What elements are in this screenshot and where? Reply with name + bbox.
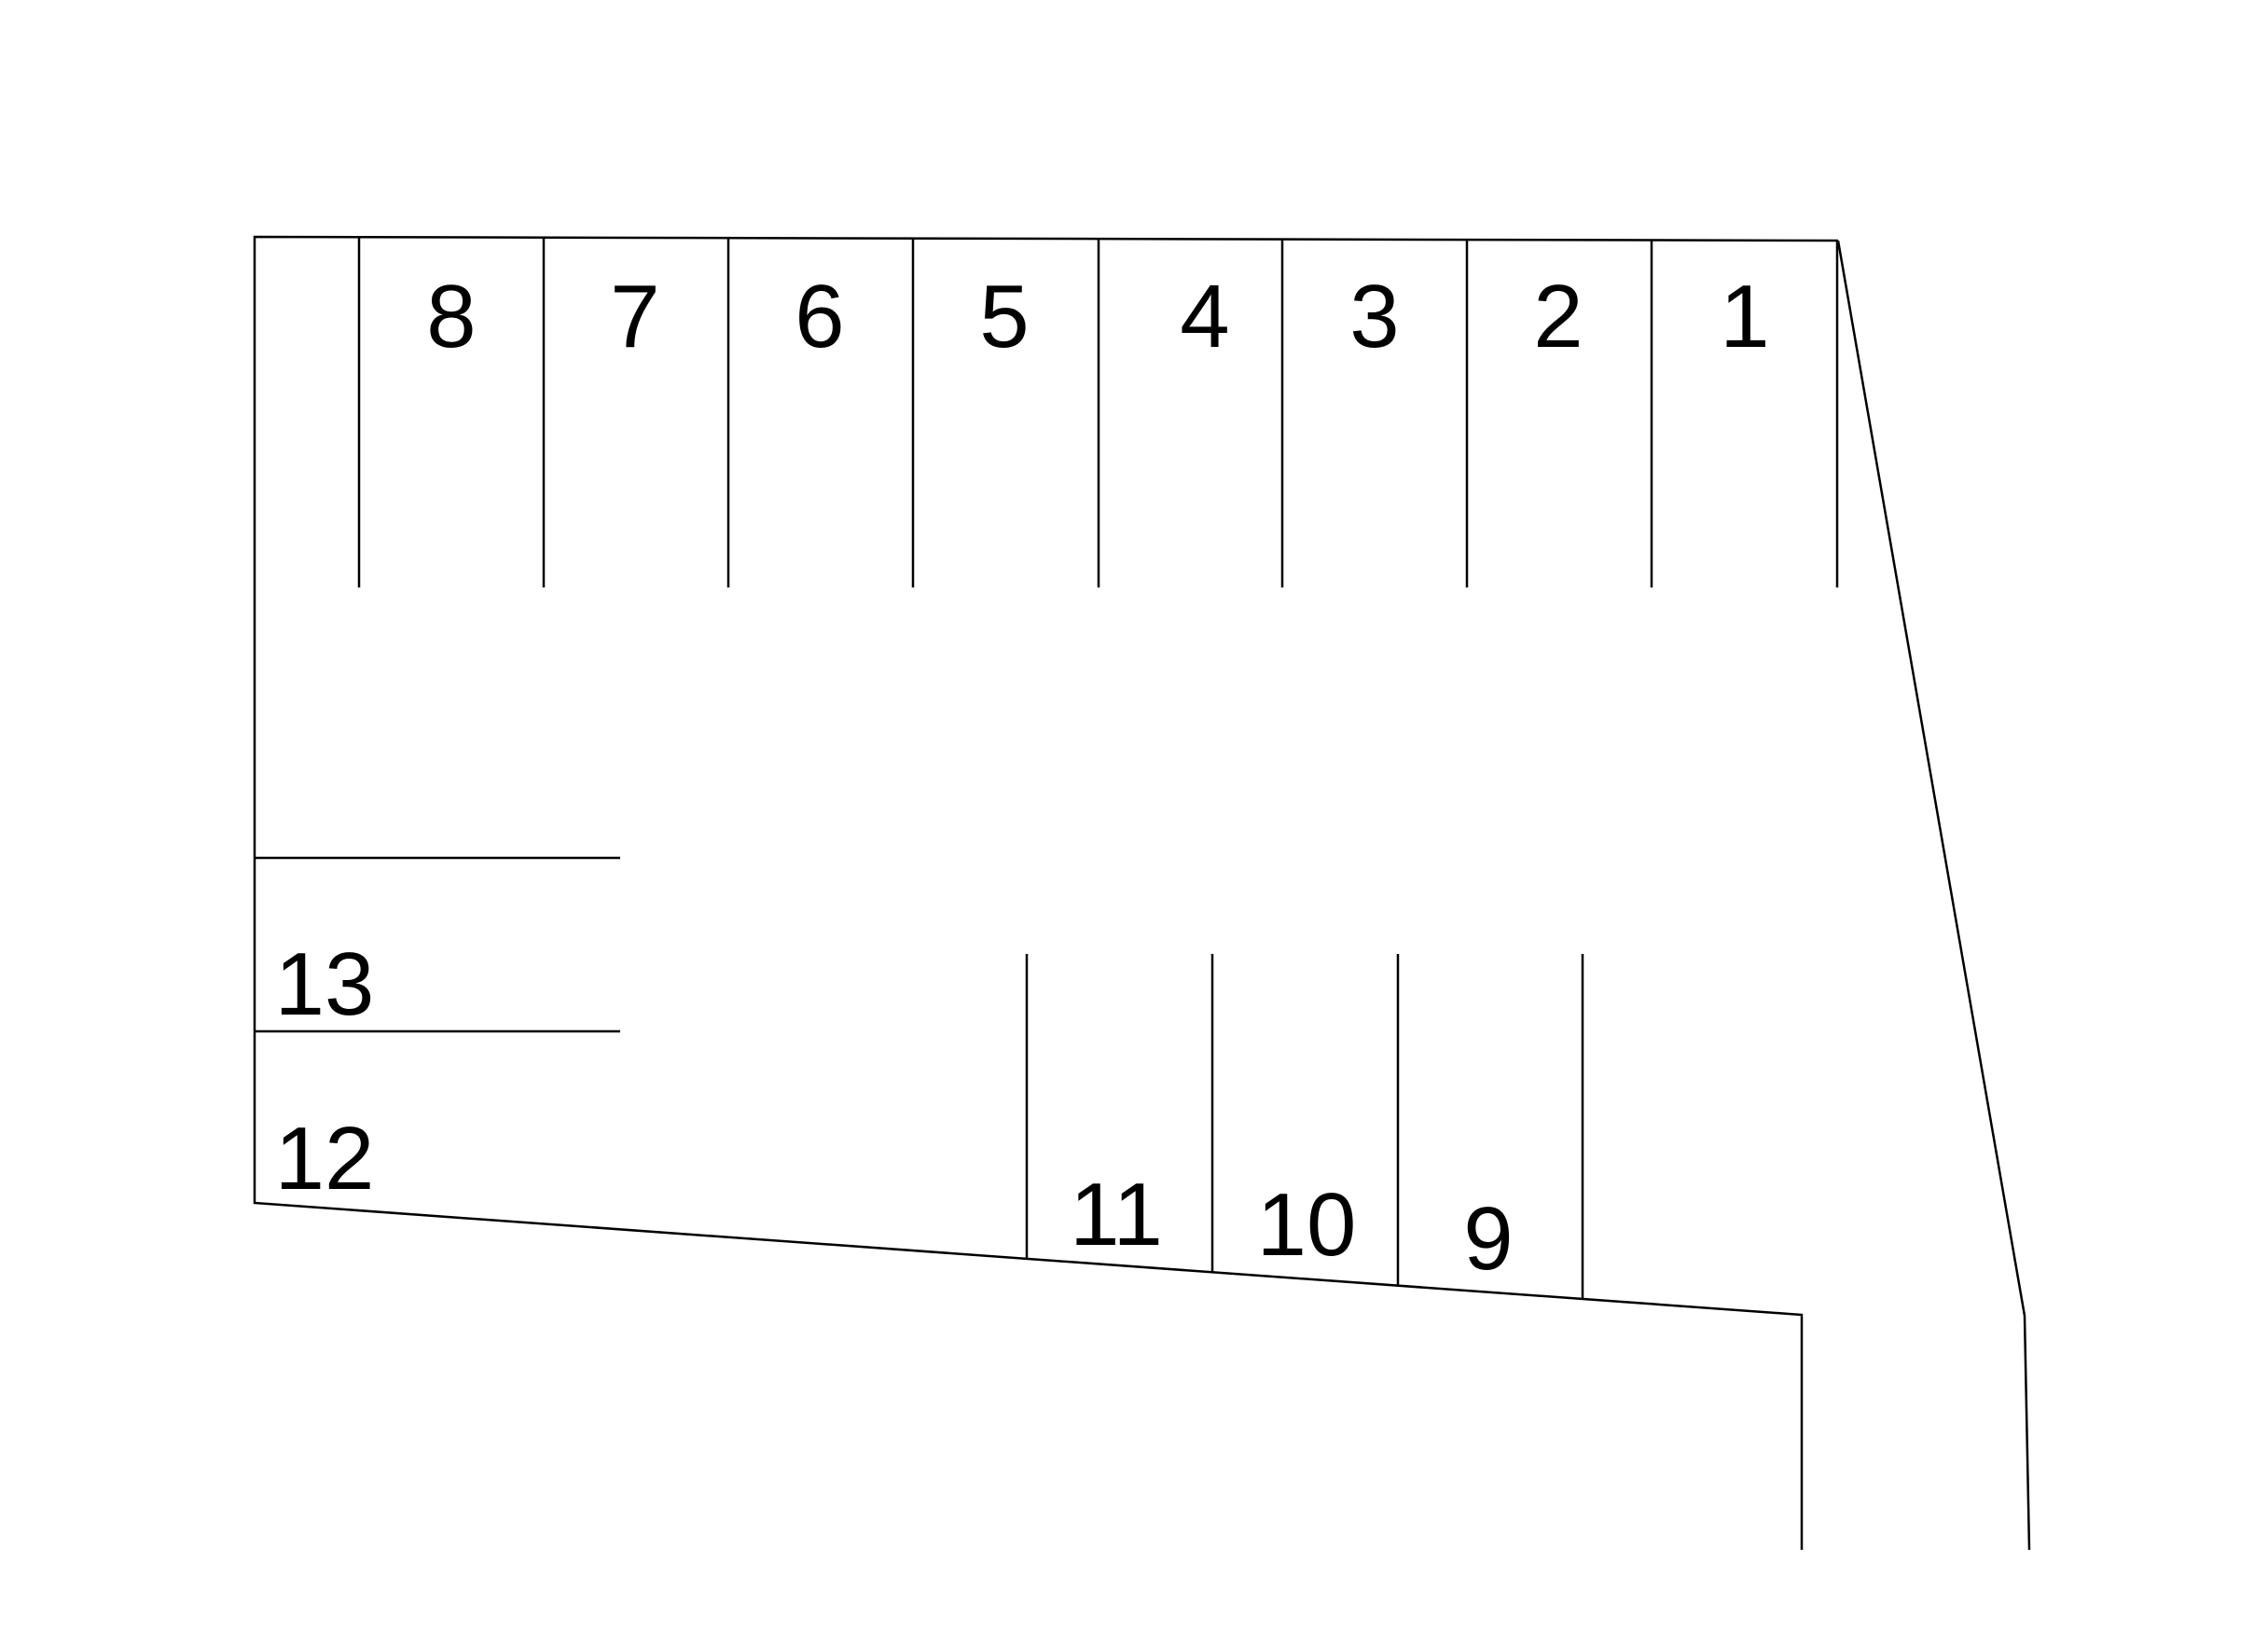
stall-number-3: 3 [1349,267,1399,366]
stall-number-1: 1 [1720,267,1769,366]
stall-number-4: 4 [1180,267,1229,366]
stall-number-5: 5 [979,267,1029,366]
stall-number-8: 8 [426,267,476,366]
stall-number-12: 12 [275,1109,375,1209]
stall-number-6: 6 [795,267,844,366]
stall-number-10: 10 [1257,1175,1357,1275]
stall-number-13: 13 [275,934,375,1034]
lot-boundary [253,235,1839,1550]
stall-number-7: 7 [610,267,659,366]
stall-number-9: 9 [1463,1189,1513,1289]
lot-right-edge [1836,240,2031,1551]
stall-number-11: 11 [1070,1165,1163,1264]
stall-number-2: 2 [1533,267,1583,366]
